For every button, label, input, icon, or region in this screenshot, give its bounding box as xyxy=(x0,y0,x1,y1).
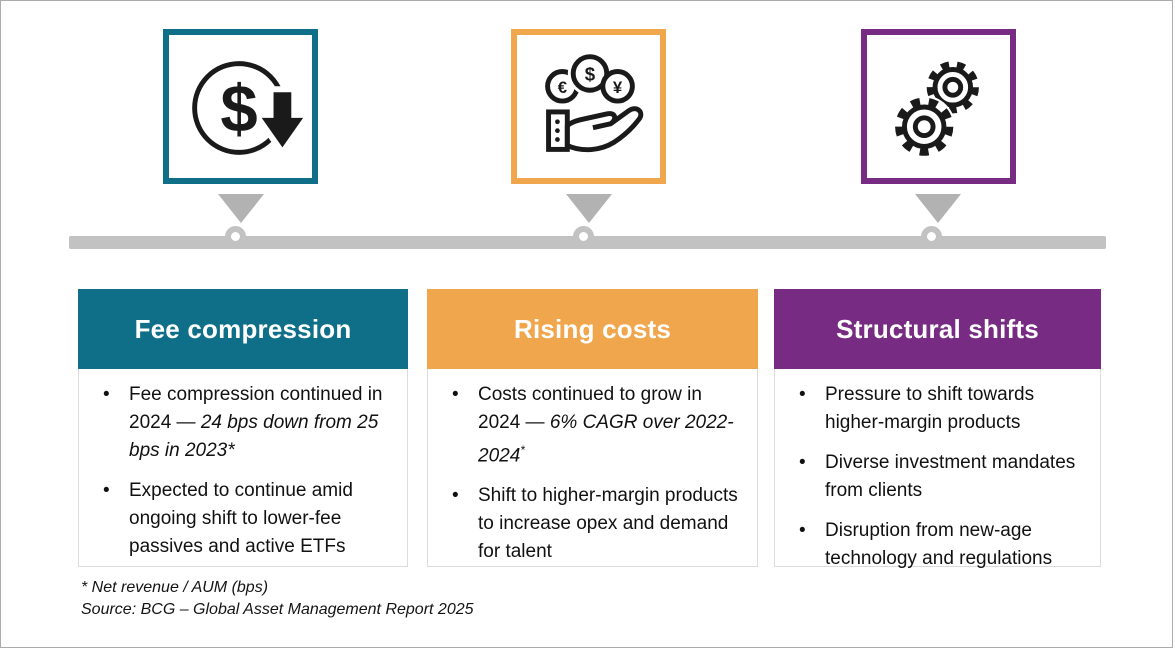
dollar-glyph: $ xyxy=(220,72,257,147)
footnote-source: Source: BCG – Global Asset Management Re… xyxy=(81,601,474,618)
bullet-item: Pressure to shift towards higher-margin … xyxy=(777,381,1092,437)
bullet-item: Expected to continue amid ongoing shift … xyxy=(81,477,399,561)
card-fee-compression: Fee compression Fee compression continue… xyxy=(78,289,408,567)
dollar-down-icon: $ xyxy=(192,61,312,158)
icon-box-rising-costs: € $ ¥ xyxy=(511,29,666,184)
timeline-node xyxy=(921,226,942,247)
card-header-fee-compression: Fee compression xyxy=(78,289,408,369)
bullet-list: Costs continued to grow in 2024 — 6% CAG… xyxy=(430,381,749,566)
bullet-text-segment: * xyxy=(520,444,525,457)
pointer-triangle xyxy=(566,194,612,223)
bullet-item: Shift to higher-margin products to incre… xyxy=(430,482,749,566)
bullet-text-segment: Costs continued to grow in 2024 — xyxy=(478,384,702,433)
euro-glyph: € xyxy=(558,78,568,97)
timeline-node xyxy=(573,226,594,247)
timeline-node xyxy=(225,226,246,247)
bullet-text-segment: Disruption from new-age technology and r… xyxy=(825,520,1053,569)
bullet-item: Diverse investment mandates from clients xyxy=(777,449,1092,505)
bullet-list: Pressure to shift towards higher-margin … xyxy=(777,381,1092,573)
bullet-item: Disruption from new-age technology and r… xyxy=(777,517,1092,573)
card-rising-costs: Rising costs Costs continued to grow in … xyxy=(427,289,758,567)
yen-glyph: ¥ xyxy=(613,78,623,97)
card-body-rising-costs: Costs continued to grow in 2024 — 6% CAG… xyxy=(427,369,758,567)
icon-box-structural-shifts xyxy=(861,29,1016,184)
card-body-fee-compression: Fee compression continued in 2024 — 24 b… xyxy=(78,369,408,567)
bullet-text-segment: 24 bps down from 25 bps in 2023* xyxy=(129,412,379,461)
bullet-item: Fee compression continued in 2024 — 24 b… xyxy=(81,381,399,465)
card-header-structural-shifts: Structural shifts xyxy=(774,289,1101,369)
hand-currencies-icon: € $ ¥ xyxy=(545,51,644,153)
card-header-rising-costs: Rising costs xyxy=(427,289,758,369)
card-structural-shifts: Structural shifts Pressure to shift towa… xyxy=(774,289,1101,569)
footnote-asterisk: * Net revenue / AUM (bps) xyxy=(81,579,269,596)
gear-small xyxy=(926,61,979,114)
bullet-item: Costs continued to grow in 2024 — 6% CAG… xyxy=(430,381,749,470)
timeline-bar xyxy=(69,226,1106,249)
bullet-text-segment: Shift to higher-margin products to incre… xyxy=(478,485,738,563)
icon-box-fee-compression: $ xyxy=(163,29,318,184)
bullet-text-segment: Diverse investment mandates from clients xyxy=(825,452,1076,501)
dollar-glyph: $ xyxy=(585,63,596,84)
bullet-list: Fee compression continued in 2024 — 24 b… xyxy=(81,381,399,561)
bullet-text-segment: Expected to continue amid ongoing shift … xyxy=(129,480,353,557)
card-body-structural-shifts: Pressure to shift towards higher-margin … xyxy=(774,369,1101,569)
bullet-text-segment: Pressure to shift towards higher-margin … xyxy=(825,384,1035,433)
bullet-text-segment: 6% CAGR over 2022-2024 xyxy=(478,412,734,467)
pointer-triangle xyxy=(915,194,961,223)
bullet-text-segment: Fee compression continued in 2024 — xyxy=(129,384,383,433)
footnotes: * Net revenue / AUM (bps) Source: BCG – … xyxy=(81,577,474,621)
gears-icon xyxy=(893,61,979,158)
pointer-triangle xyxy=(218,194,264,223)
gear-large xyxy=(893,95,956,158)
